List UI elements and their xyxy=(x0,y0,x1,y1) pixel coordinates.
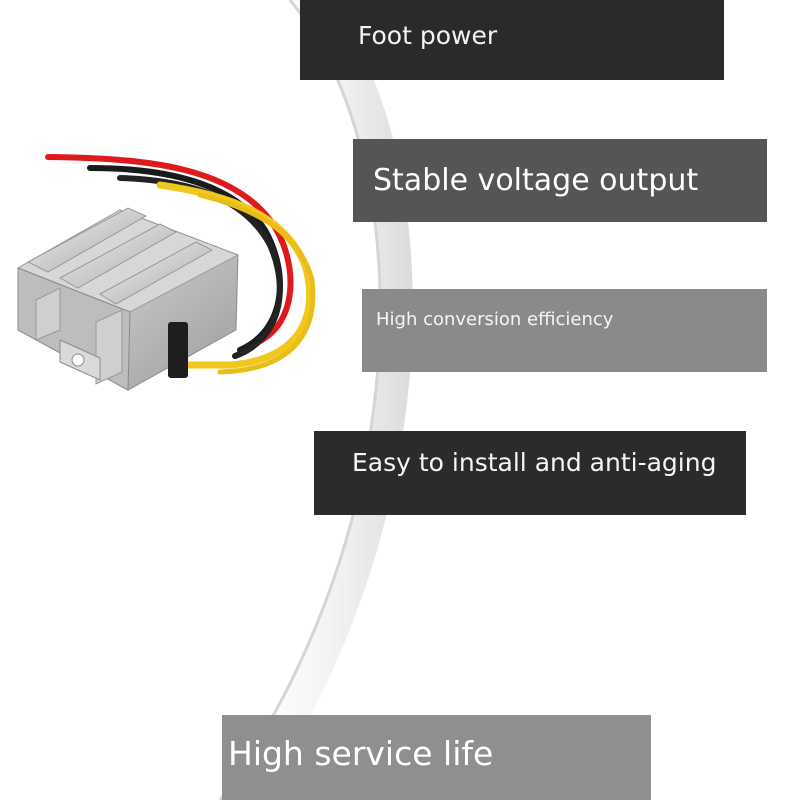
feature-label: Stable voltage output xyxy=(373,163,699,198)
feature-banner-3: High conversion efficiency xyxy=(362,289,767,372)
feature-banner-2: Stable voltage output xyxy=(353,139,767,222)
feature-label: High conversion efficiency xyxy=(376,309,614,330)
dc-converter-module-icon xyxy=(16,207,240,391)
mount-hole-icon xyxy=(71,353,85,367)
yellow-wire-2 xyxy=(197,192,316,375)
cable-grommet xyxy=(168,322,188,378)
feature-banner-1: Foot power xyxy=(300,0,724,80)
feature-label: High service life xyxy=(228,734,494,773)
feature-label: Foot power xyxy=(358,21,498,50)
fin-2 xyxy=(58,223,178,289)
fin-4 xyxy=(35,287,61,341)
fin-1 xyxy=(26,207,148,273)
fin-3 xyxy=(99,241,214,305)
feature-banner-5: High service life xyxy=(222,715,651,800)
curve-shadow xyxy=(220,0,413,800)
feature-label: Easy to install and anti-aging xyxy=(352,448,717,477)
wires xyxy=(45,154,316,375)
feature-banner-4: Easy to install and anti-aging xyxy=(314,431,746,515)
